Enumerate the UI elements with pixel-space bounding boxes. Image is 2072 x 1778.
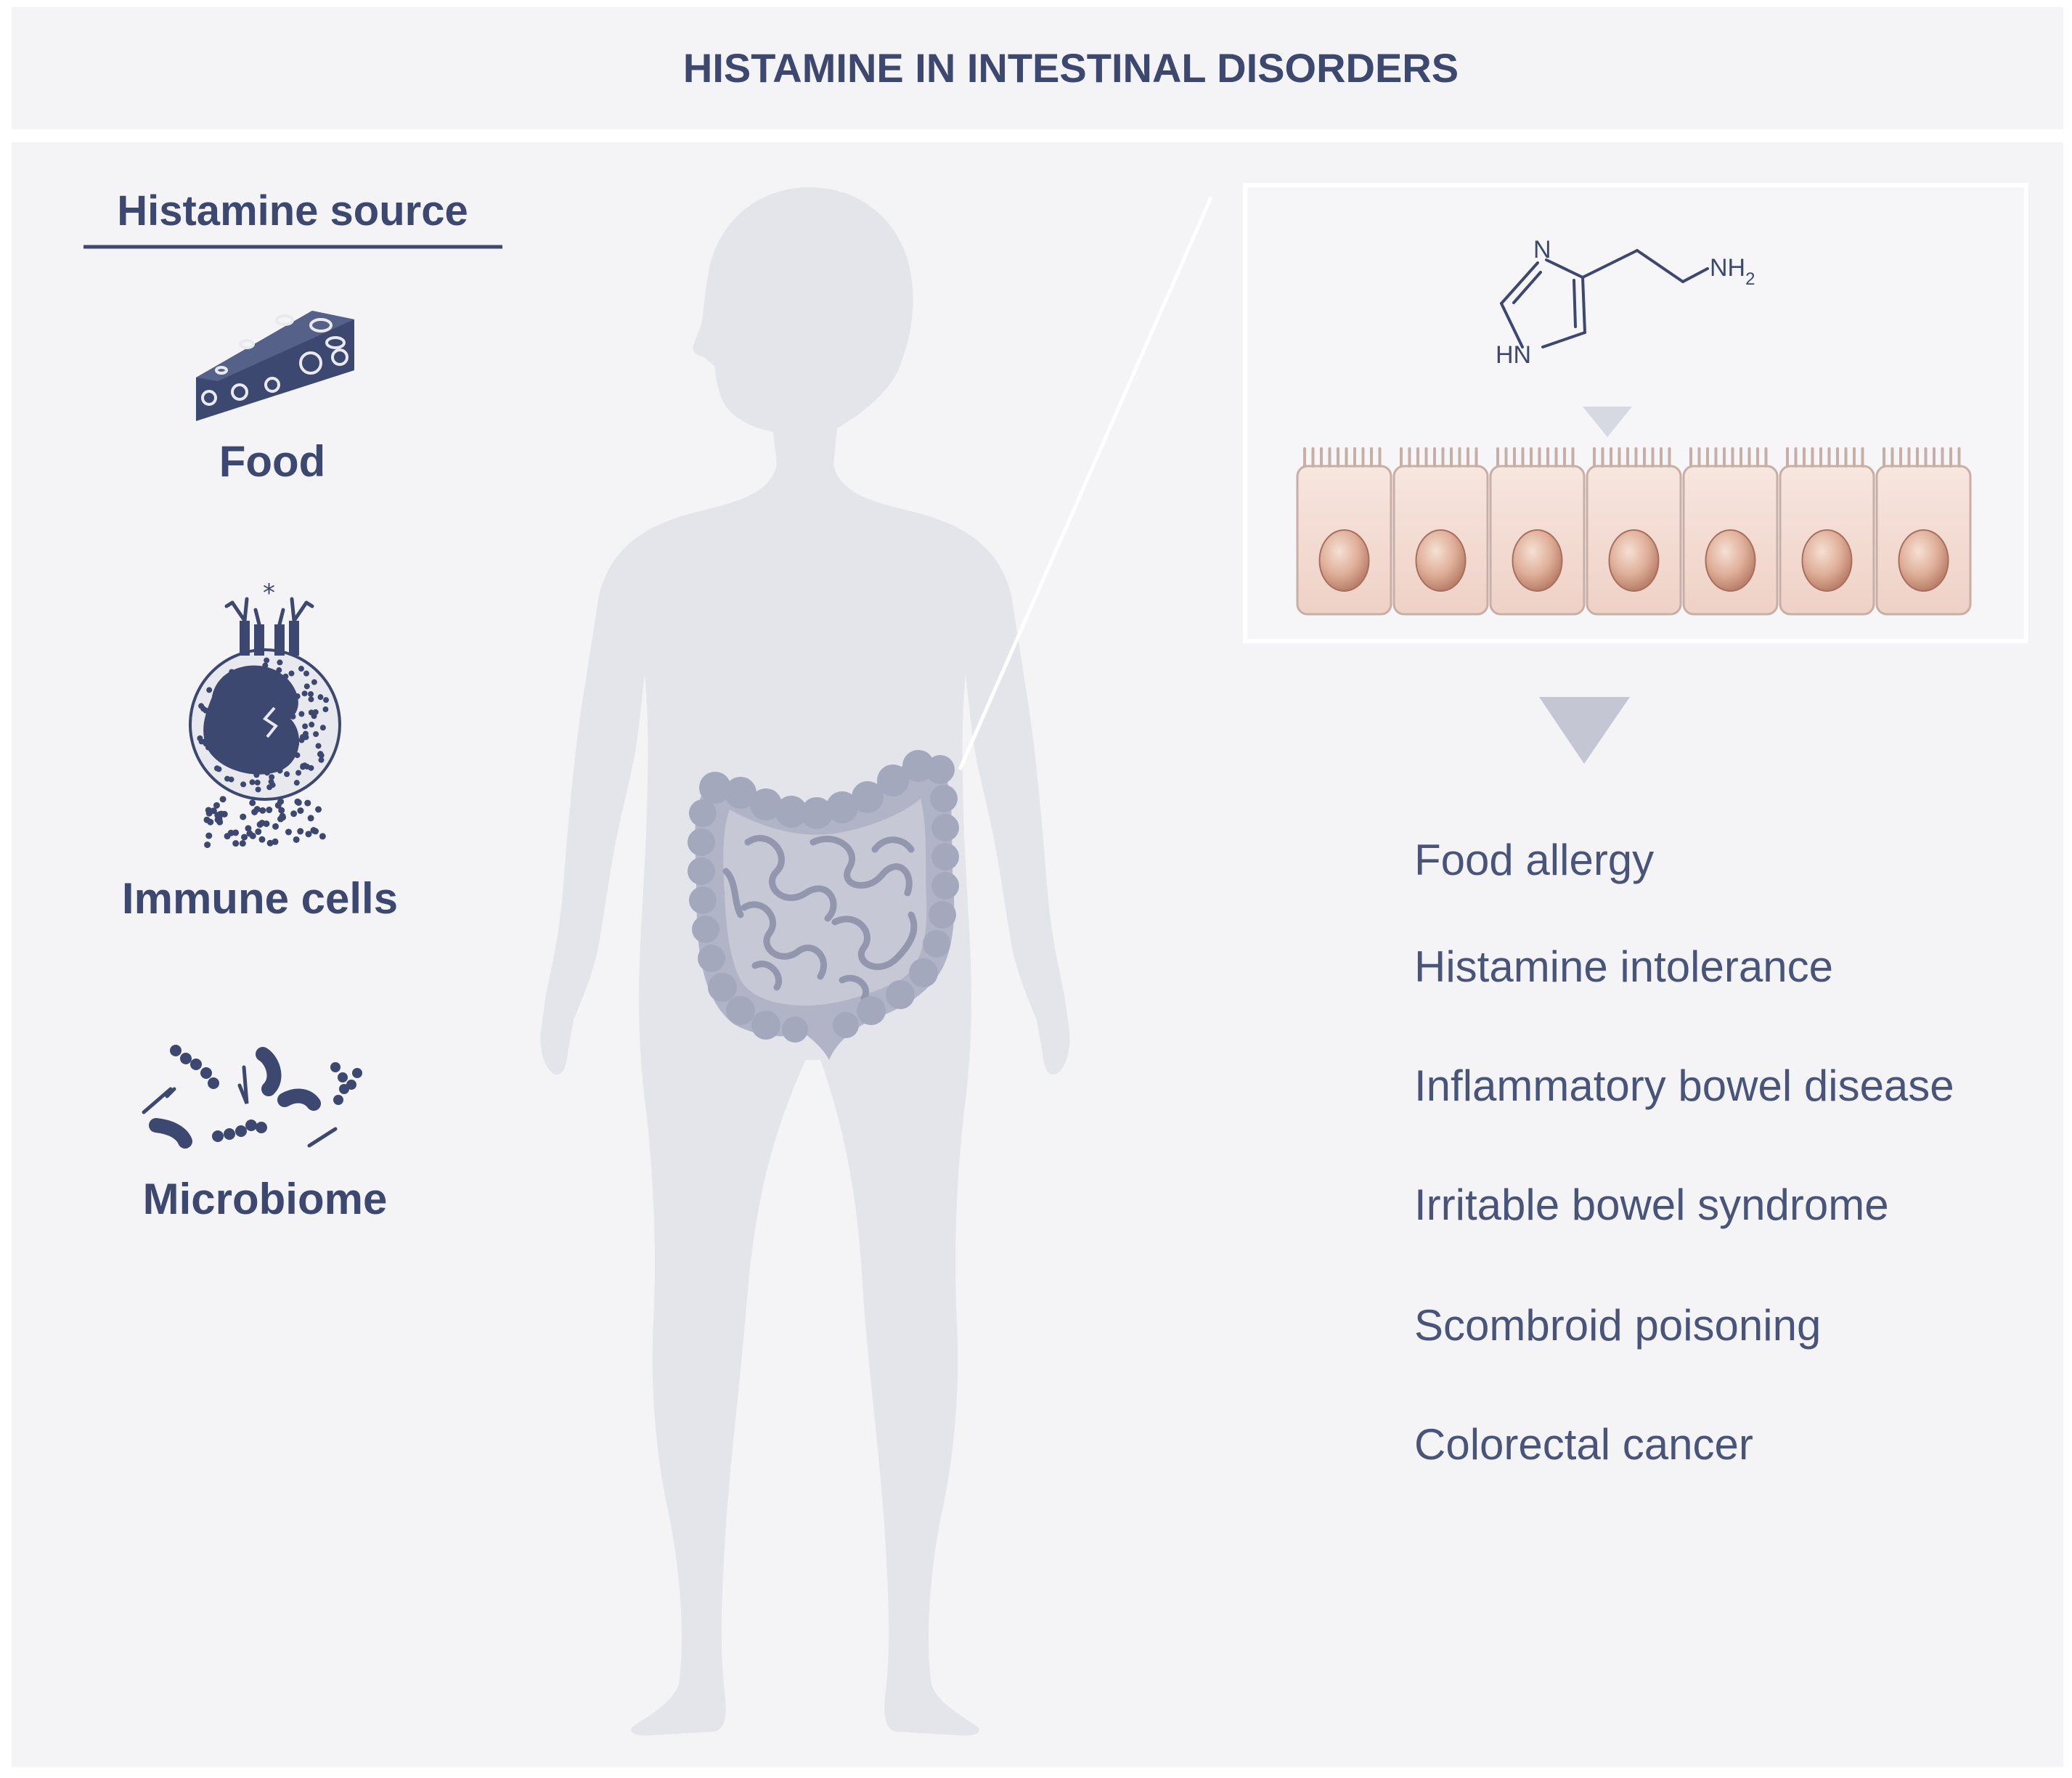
cell-nucleus [1318,529,1370,592]
zoom-line [958,196,1213,771]
disorder-item: Histamine intolerance [1414,942,1833,991]
cell-nucleus [1705,529,1756,592]
molecule-nh-text: NH [1710,254,1745,282]
source-heading: Histamine source [117,187,468,235]
svg-text:*: * [263,579,275,608]
epithelial-cell [1586,447,1682,616]
title-band [12,7,2063,129]
large-down-arrow [1539,697,1630,764]
source-label-immune-cells: Immune cells [122,874,398,923]
epithelial-cell [1779,447,1875,616]
cell-nucleus [1898,529,1949,592]
histamine-molecule [1500,249,1709,348]
intestine-illustration [688,750,959,1060]
epithelial-cell [1682,447,1779,616]
disorder-item: Food allergy [1414,836,1654,884]
disorder-item: Colorectal cancer [1414,1420,1753,1469]
source-label-food: Food [219,437,326,486]
epithelial-cells [1296,447,1972,616]
cell-nucleus [1512,529,1563,592]
cheese-icon [196,311,354,421]
mast-cell-icon: * [189,579,341,849]
bacteria-icon [142,1045,362,1149]
disorders-list: Food allergy Histamine intolerance Infla… [1414,836,1954,1469]
epithelial-cell [1296,447,1392,616]
cell-nucleus [1801,529,1853,592]
molecule-nh2-label: NH2 [1710,254,1755,289]
source-label-microbiome: Microbiome [143,1175,388,1223]
epithelial-cell [1875,447,1972,616]
epithelial-cell [1392,447,1489,616]
disorder-item: Inflammatory bowel disease [1414,1061,1954,1110]
figure-title: HISTAMINE IN INTESTINAL DISORDERS [683,45,1459,91]
molecule-nh-subscript: 2 [1745,269,1755,289]
molecule-n-label: N [1533,236,1551,264]
epithelial-cell [1489,447,1586,616]
cell-nucleus [1608,529,1660,592]
disorder-item: Scombroid poisoning [1414,1301,1821,1350]
disorder-item: Irritable bowel syndrome [1414,1180,1889,1229]
molecule-hn-label: HN [1496,341,1531,369]
small-down-arrow [1583,407,1632,437]
cell-nucleus [1415,529,1467,592]
